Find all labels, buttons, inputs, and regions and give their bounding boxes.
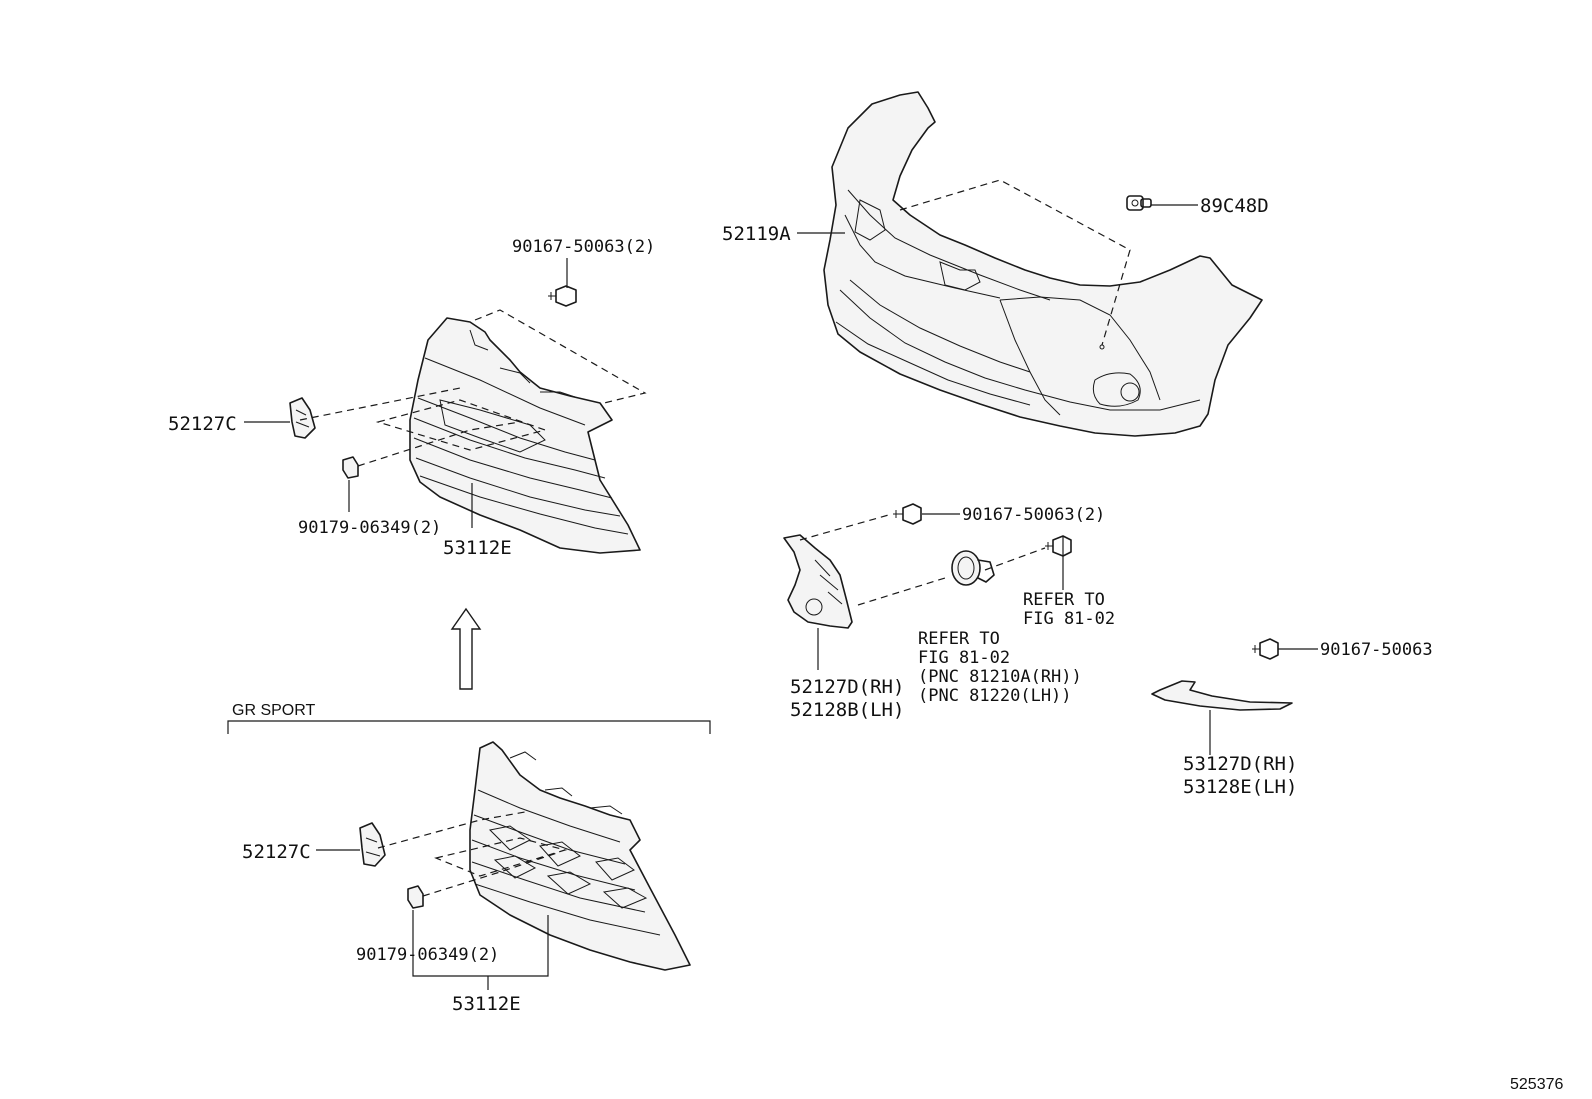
label-52127c-top: 52127C — [168, 413, 237, 435]
label-52127d-rh: 52127D(RH) — [790, 676, 904, 698]
clip-90179-top-drawing — [342, 456, 359, 479]
bumper-cover-drawing — [823, 91, 1263, 437]
label-52128b-lh: 52128B(LH) — [790, 699, 904, 721]
screw-right-drawing — [1252, 638, 1279, 660]
refer-right-line-2: FIG 81-02 — [1023, 609, 1115, 629]
label-refer-right: REFER TO FIG 81-02 — [1023, 590, 1115, 629]
leader-lines — [244, 204, 1318, 990]
fog-bezel-drawing — [783, 534, 853, 629]
label-89c48d: 89C48D — [1200, 195, 1269, 217]
label-90179-bottom: 90179-06349(2) — [356, 945, 499, 965]
fog-lamp-drawing — [951, 550, 995, 586]
label-53112e-top: 53112E — [443, 537, 512, 559]
bumper-dash-line — [899, 179, 1131, 346]
screw-refer-drawing — [1045, 535, 1072, 557]
gr-sport-bracket — [227, 720, 711, 734]
label-gr-sport: GR SPORT — [232, 702, 316, 719]
figure-number: 525376 — [1510, 1076, 1563, 1093]
gr-sport-grille-drawing — [469, 741, 691, 971]
label-53112e-bottom: 53112E — [452, 993, 521, 1015]
refer-mid-line-4: (PNC 81220(LH)) — [918, 686, 1072, 706]
refer-mid-line-2: FIG 81-02 — [918, 648, 1010, 668]
label-90179-top: 90179-06349(2) — [298, 518, 441, 538]
lower-molding-drawing — [1151, 680, 1293, 711]
label-52127c-bottom: 52127C — [242, 841, 311, 863]
sensor-89c48d-drawing — [1126, 195, 1152, 211]
label-53127d: 53127D(RH) 53128E(LH) — [1183, 753, 1297, 798]
clip-90179-bottom-drawing — [407, 885, 424, 909]
label-53127d-rh: 53127D(RH) — [1183, 753, 1297, 775]
refer-mid-line-3: (PNC 81210A(RH)) — [918, 667, 1082, 687]
bracket-52127c-top-drawing — [289, 397, 316, 439]
label-90167-top: 90167-50063(2) — [512, 237, 655, 257]
upper-grille-dash-lines — [299, 309, 647, 467]
refer-mid-line-1: REFER TO — [918, 629, 1000, 649]
label-90167-mid: 90167-50063(2) — [962, 505, 1105, 525]
up-arrow-icon — [450, 607, 482, 690]
label-90167-right: 90167-50063 — [1320, 640, 1433, 660]
label-53128e-lh: 53128E(LH) — [1183, 776, 1297, 798]
label-refer-mid: REFER TO FIG 81-02 (PNC 81210A(RH)) (PNC… — [918, 629, 1082, 706]
label-52119a: 52119A — [722, 223, 791, 245]
fog-dash-lines — [799, 513, 1046, 606]
label-52127d: 52127D(RH) 52128B(LH) — [790, 676, 904, 721]
screw-top-drawing — [548, 285, 577, 307]
refer-right-line-1: REFER TO — [1023, 590, 1105, 610]
screw-mid-drawing — [893, 503, 922, 525]
gr-sport-grille-dash-lines — [377, 811, 568, 897]
bracket-52127c-bottom-drawing — [359, 822, 386, 867]
